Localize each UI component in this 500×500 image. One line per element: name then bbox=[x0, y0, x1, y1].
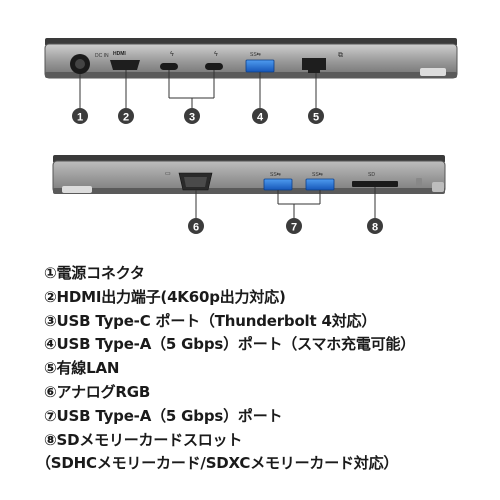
callout-7: 7 bbox=[286, 218, 302, 234]
callout-2: 2 bbox=[118, 108, 134, 124]
legend-item-sd-compat: （SDHCメモリーカード/SDXCメモリーカード対応） bbox=[36, 454, 399, 473]
legend-item-usb-a-charging: ④USB Type-A（5 Gbps）ポート（スマホ充電可能） bbox=[44, 335, 416, 354]
usb-c-port-1: ϟ bbox=[160, 51, 178, 70]
svg-text:6: 6 bbox=[193, 222, 199, 234]
svg-text:▭: ▭ bbox=[165, 171, 171, 177]
svg-text:SS⇆: SS⇆ bbox=[312, 172, 323, 178]
svg-text:8: 8 bbox=[372, 222, 378, 234]
laptop-ports-diagram: DC IN HDMI ϟ ϟ SS⇆ ⧉ 1 2 bbox=[44, 38, 458, 234]
svg-text:⧉: ⧉ bbox=[338, 52, 343, 59]
callout-5: 5 bbox=[308, 108, 324, 124]
callout-1: 1 bbox=[72, 108, 88, 124]
legend-item-sd-slot: ⑧SDメモリーカードスロット bbox=[44, 430, 243, 449]
legend-item-lan: ⑤有線LAN bbox=[44, 359, 120, 378]
dc-in-port: DC IN bbox=[70, 53, 109, 74]
usb-c-port-2: ϟ bbox=[205, 51, 223, 70]
svg-text:1: 1 bbox=[77, 112, 83, 124]
hdmi-label: HDMI bbox=[113, 51, 126, 57]
svg-text:SD: SD bbox=[368, 172, 375, 178]
laptop-side-right bbox=[52, 155, 446, 194]
leader-lines-top bbox=[79, 70, 317, 108]
legend-item-usb-c: ③USB Type-C ポート（Thunderbolt 4対応） bbox=[44, 311, 377, 330]
callout-6: 6 bbox=[188, 218, 204, 234]
port-legend: ①電源コネクタ ②HDMI出力端子(4K60p出力対応) ③USB Type-C… bbox=[36, 262, 484, 476]
usb-a-port-right-2: SS⇆ bbox=[305, 172, 335, 191]
leader-lines-bottom bbox=[195, 187, 376, 218]
svg-text:2: 2 bbox=[123, 112, 129, 124]
callout-4: 4 bbox=[252, 108, 268, 124]
legend-item-vga: ⑥アナログRGB bbox=[44, 382, 151, 401]
sd-card-slot: SD bbox=[352, 172, 422, 187]
svg-text:4: 4 bbox=[257, 112, 264, 124]
svg-text:7: 7 bbox=[291, 222, 297, 234]
svg-text:3: 3 bbox=[189, 112, 195, 124]
legend-item-usb-a: ⑦USB Type-A（5 Gbps）ポート bbox=[44, 406, 283, 425]
vga-port: ▭ bbox=[165, 171, 213, 191]
svg-text:SS⇆: SS⇆ bbox=[250, 52, 261, 58]
svg-text:SS⇆: SS⇆ bbox=[270, 172, 281, 178]
svg-text:ϟ: ϟ bbox=[170, 51, 174, 58]
svg-text:5: 5 bbox=[313, 112, 319, 124]
legend-item-power-connector: ①電源コネクタ bbox=[44, 264, 145, 282]
legend-item-hdmi: ②HDMI出力端子(4K60p出力対応) bbox=[44, 287, 286, 306]
callout-3: 3 bbox=[184, 108, 200, 124]
callout-8: 8 bbox=[367, 218, 383, 234]
dc-in-label: DC IN bbox=[95, 53, 109, 59]
hdmi-port: HDMI bbox=[110, 51, 140, 70]
lan-port: ⧉ bbox=[302, 52, 343, 73]
svg-text:ϟ: ϟ bbox=[214, 51, 218, 58]
